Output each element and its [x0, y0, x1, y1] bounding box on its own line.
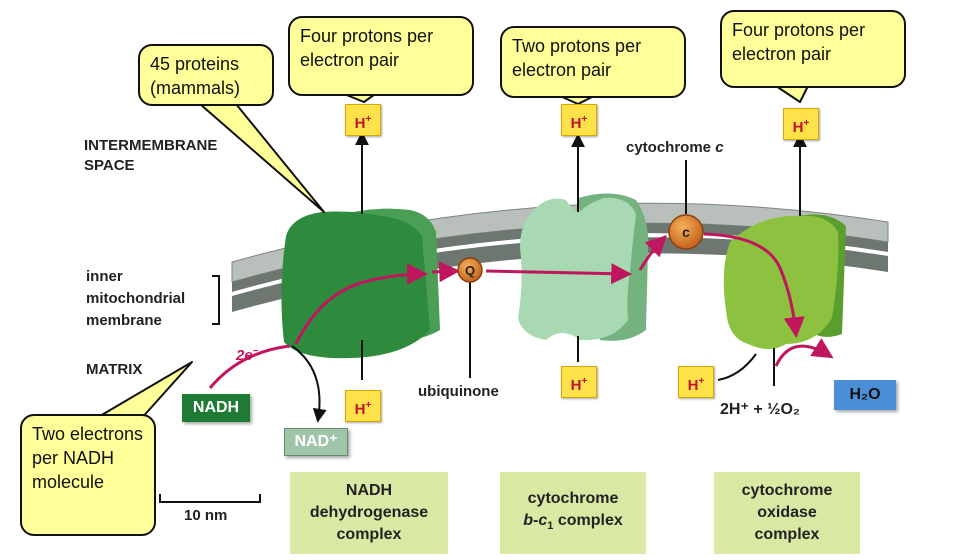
cytochrome-c-label: cytochrome c — [626, 139, 724, 156]
nad-plus-chip: NAD⁺ — [284, 428, 348, 456]
ubiquinone-label: ubiquinone — [418, 383, 499, 400]
proton-matrix-2: H+ — [561, 366, 597, 398]
oxygen-reaction-label: 2H⁺ + ½O₂ — [720, 401, 801, 418]
electrons-2e-label: 2e− — [236, 342, 259, 366]
electron-path-bc1-to-c — [638, 235, 667, 271]
electrons-2e-charge: − — [252, 346, 259, 357]
oxidase-proton-line — [717, 353, 757, 381]
callout-nadh-dh-protons: Four protons per electron pair — [288, 16, 474, 96]
callout-tail-oxidase — [775, 85, 809, 103]
nadh-chip: NADH — [182, 394, 250, 422]
proton-ims-3: H+ — [783, 108, 819, 140]
water-chip: H₂O — [834, 380, 896, 410]
scale-label: 10 nm — [184, 507, 228, 524]
matrix-label: MATRIX — [86, 361, 143, 378]
callout-45-proteins: 45 proteins (mammals) — [138, 44, 274, 106]
proton-matrix-1: H+ — [345, 390, 381, 422]
nadh-dh-name-box: NADH dehydrogenase complex — [290, 472, 448, 554]
oxidase-front — [723, 215, 839, 349]
inner-membrane-label: inner mitochondrial membrane — [86, 268, 186, 329]
cytochrome-bc1-complex — [518, 193, 649, 341]
proton-ims-1: H+ — [345, 104, 381, 136]
scale-bar — [159, 494, 261, 503]
nad-release-arrow — [291, 345, 327, 423]
cytochrome-c-ball — [668, 214, 704, 250]
membrane-bracket — [212, 275, 220, 325]
oxidase-name-box: cytochrome oxidase complex — [714, 472, 860, 554]
proton-ims-2: H+ — [561, 104, 597, 136]
proton-matrix-3: H+ — [678, 366, 714, 398]
electron-path-complex1 — [294, 263, 429, 345]
cytochrome-oxidase-complex — [723, 214, 846, 349]
callout-oxidase-protons: Four protons per electron pair — [720, 10, 906, 88]
intermembrane-space-label: INTERMEMBRANE SPACE — [84, 137, 218, 174]
electron-path-q-to-bc1 — [485, 263, 633, 285]
callout-bc1-protons: Two protons per electron pair — [500, 26, 686, 98]
ubiquinone-ball-label: Q — [465, 263, 475, 278]
electron-path-to-q — [431, 261, 461, 283]
water-formation-arrow — [774, 338, 834, 367]
electrons-2e-text: 2e — [236, 347, 253, 364]
nadh-entry-arrow — [208, 344, 291, 389]
callout-electrons-per-nadh: Two electrons per NADH molecule — [20, 414, 156, 536]
electron-path-c-to-oxidase — [703, 232, 805, 339]
cytochrome-c-ball-label: c — [682, 224, 690, 240]
bc1-front — [518, 197, 636, 341]
ubiquinone-ball — [457, 257, 483, 283]
